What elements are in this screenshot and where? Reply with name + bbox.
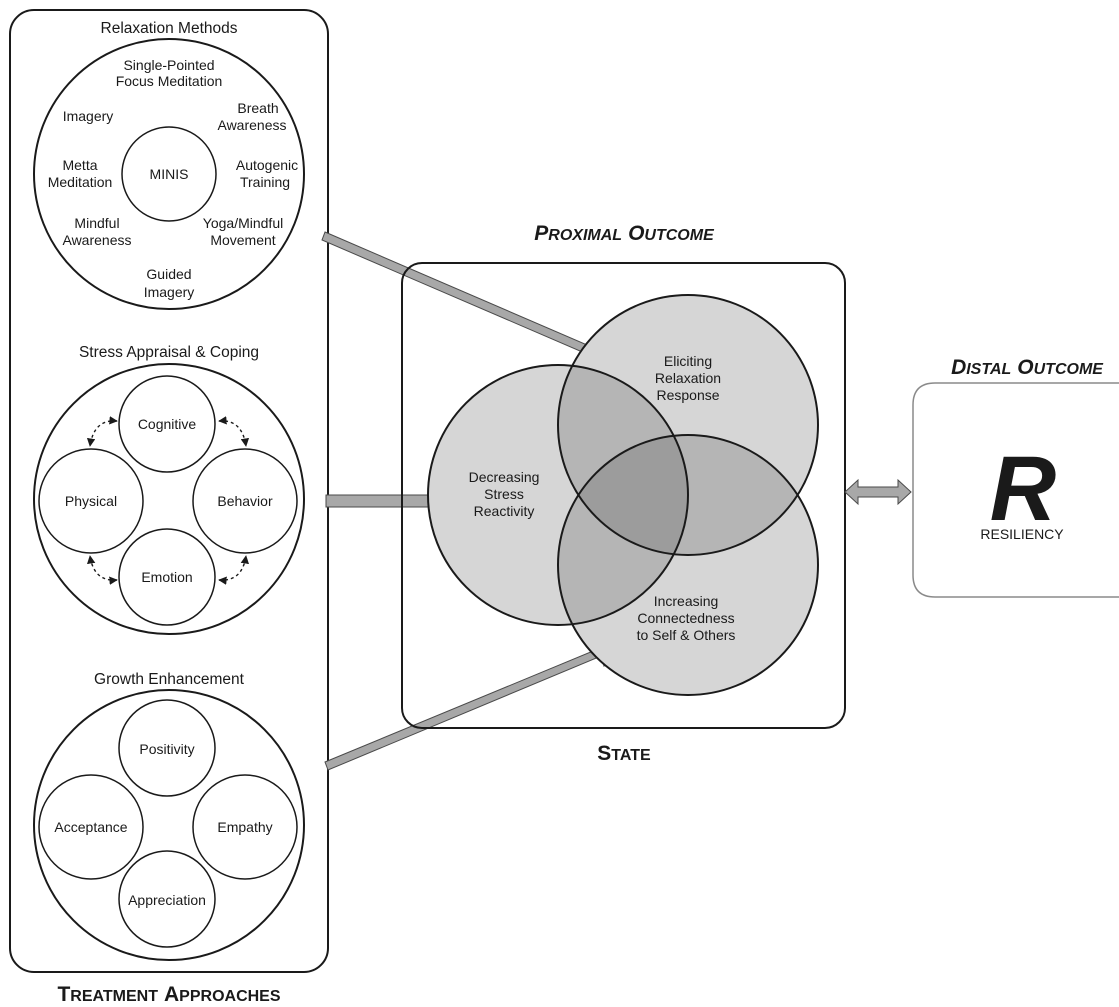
growth-to-connectedness-arrow <box>324 639 632 771</box>
proximal-distal-double-arrow <box>844 478 912 506</box>
relaxation-to-response-arrow <box>321 231 626 367</box>
metta-meditation-label-2: Meditation <box>48 174 113 190</box>
relaxation-response-label-2: Relaxation <box>655 370 721 386</box>
physical-label: Physical <box>65 493 117 509</box>
single-pointed-label-2: Focus Meditation <box>116 73 223 89</box>
autogenic-training-label-2: Training <box>240 174 290 190</box>
mindful-awareness-label-2: Awareness <box>62 232 131 248</box>
positivity-label: Positivity <box>139 741 194 757</box>
behavior-label: Behavior <box>217 493 273 509</box>
stress-appraisal-circle <box>33 363 305 635</box>
connectedness-label-2: Connectedness <box>637 610 734 626</box>
relaxation-response-label-3: Response <box>656 387 719 403</box>
emotion-physical-arrow <box>87 555 118 585</box>
distal-outcome-box <box>912 382 1119 598</box>
guided-imagery-label-2: Imagery <box>144 284 195 300</box>
cognitive-circle <box>118 375 216 473</box>
yoga-movement-label-2: Movement <box>210 232 275 248</box>
resiliency-logo-letter: R <box>990 438 1056 540</box>
acceptance-circle <box>38 774 144 880</box>
emotion-label: Emotion <box>141 569 192 585</box>
stress-reactivity-label-2: Stress <box>484 486 524 502</box>
stress-appraisal-title: Stress Appraisal & Coping <box>79 344 259 361</box>
cognitive-behavior-arrow <box>218 416 250 447</box>
treatment-approaches-panel <box>9 9 329 973</box>
connectedness-outline <box>557 434 819 696</box>
appreciation-circle <box>118 850 216 948</box>
stress-reactivity-label-3: Reactivity <box>474 503 535 519</box>
relaxation-methods-title: Relaxation Methods <box>101 20 238 37</box>
stress-reactivity-label-1: Decreasing <box>469 469 540 485</box>
empathy-label: Empathy <box>217 819 272 835</box>
growth-enhancement-title: Growth Enhancement <box>94 671 245 688</box>
proximal-outcome-box <box>401 262 846 729</box>
imagery-label: Imagery <box>63 108 114 124</box>
minis-circle <box>121 126 217 222</box>
cognitive-physical-arrow <box>86 416 118 447</box>
appreciation-label: Appreciation <box>128 892 206 908</box>
behavior-circle <box>192 448 298 554</box>
relaxation-response-label-1: Eliciting <box>664 353 712 369</box>
yoga-movement-label-1: Yoga/Mindful <box>203 215 283 231</box>
acceptance-label: Acceptance <box>54 819 127 835</box>
breath-awareness-label-1: Breath <box>237 100 278 116</box>
state-label: STATE <box>597 742 651 765</box>
stress-reactivity-outline <box>427 364 689 626</box>
guided-imagery-label-1: Guided <box>146 266 191 282</box>
metta-meditation-label-1: Metta <box>62 157 97 173</box>
empathy-circle <box>192 774 298 880</box>
minis-label: MINIS <box>150 166 189 182</box>
positivity-circle <box>118 699 216 797</box>
overlap-all-three <box>558 435 688 555</box>
resiliency-label: RESILIENCY <box>980 526 1064 542</box>
connectedness-label-1: Increasing <box>654 593 719 609</box>
emotion-behavior-arrow <box>218 555 249 585</box>
venn-diagram <box>427 294 819 696</box>
breath-awareness-label-2: Awareness <box>217 117 286 133</box>
relaxation-response-outline <box>557 294 819 556</box>
autogenic-training-label-1: Autogenic <box>236 157 298 173</box>
single-pointed-label-1: Single-Pointed <box>123 57 214 73</box>
connectedness-label-3: to Self & Others <box>637 627 736 643</box>
relaxation-methods-circle <box>33 38 305 310</box>
mindful-awareness-label-1: Mindful <box>74 215 119 231</box>
emotion-circle <box>118 528 216 626</box>
physical-circle <box>38 448 144 554</box>
growth-enhancement-circle <box>33 689 305 961</box>
cognitive-label: Cognitive <box>138 416 197 432</box>
